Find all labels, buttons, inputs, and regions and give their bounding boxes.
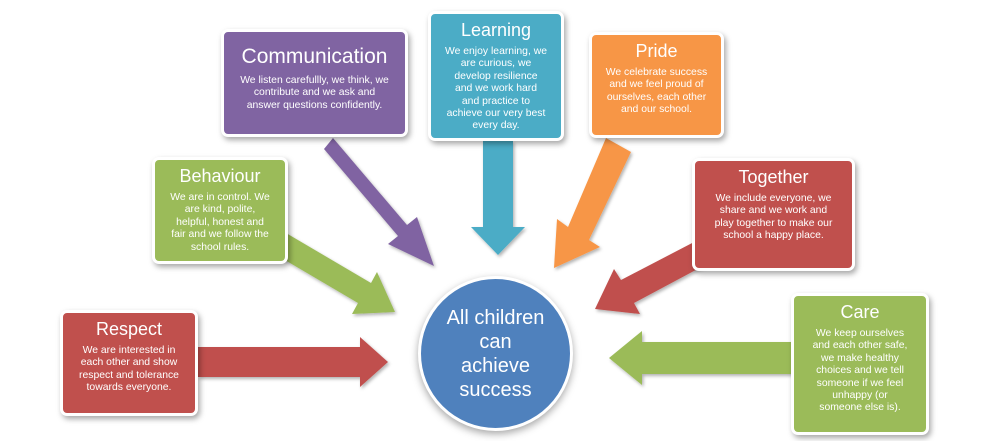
care-box: Care We keep ourselves and each other sa… xyxy=(791,293,929,435)
respect-box: Respect We are interested in each other … xyxy=(60,310,198,416)
arrow-communication xyxy=(324,138,434,266)
care-text: We keep ourselves and each other safe, w… xyxy=(812,328,908,414)
care-title: Care xyxy=(840,302,880,322)
communication-text: We listen carefullly, we think, we contr… xyxy=(240,75,389,111)
pride-title: Pride xyxy=(635,41,678,61)
arrow-pride xyxy=(554,138,631,268)
together-title: Together xyxy=(738,167,809,187)
center-text: All children can achieve success xyxy=(446,306,545,401)
pride-box: Pride We celebrate success and we feel p… xyxy=(589,32,724,138)
behaviour-box: Behaviour We are in control. We are kind… xyxy=(152,157,288,264)
respect-title: Respect xyxy=(95,319,163,339)
arrow-behaviour xyxy=(273,233,395,314)
center-circle: All children can achieve success xyxy=(418,276,573,431)
arrow-care xyxy=(609,331,793,385)
behaviour-text: We are in control. We are kind, polite, … xyxy=(170,192,270,253)
communication-title: Communication xyxy=(241,45,388,68)
pride-text: We celebrate success and we feel proud o… xyxy=(605,67,708,116)
respect-text: We are interested in each other and show… xyxy=(79,345,179,394)
arrow-respect xyxy=(198,337,388,387)
together-text: We include everyone, we share and we wor… xyxy=(714,193,833,242)
arrow-together xyxy=(595,241,707,314)
behaviour-title: Behaviour xyxy=(179,166,261,186)
learning-text: We enjoy learning, we are curious, we de… xyxy=(444,46,548,132)
arrow-learning xyxy=(471,141,525,255)
learning-title: Learning xyxy=(460,20,532,40)
learning-box: Learning We enjoy learning, we are curio… xyxy=(428,11,564,141)
together-box: Together We include everyone, we share a… xyxy=(692,158,855,271)
communication-box: Communication We listen carefullly, we t… xyxy=(221,29,408,137)
